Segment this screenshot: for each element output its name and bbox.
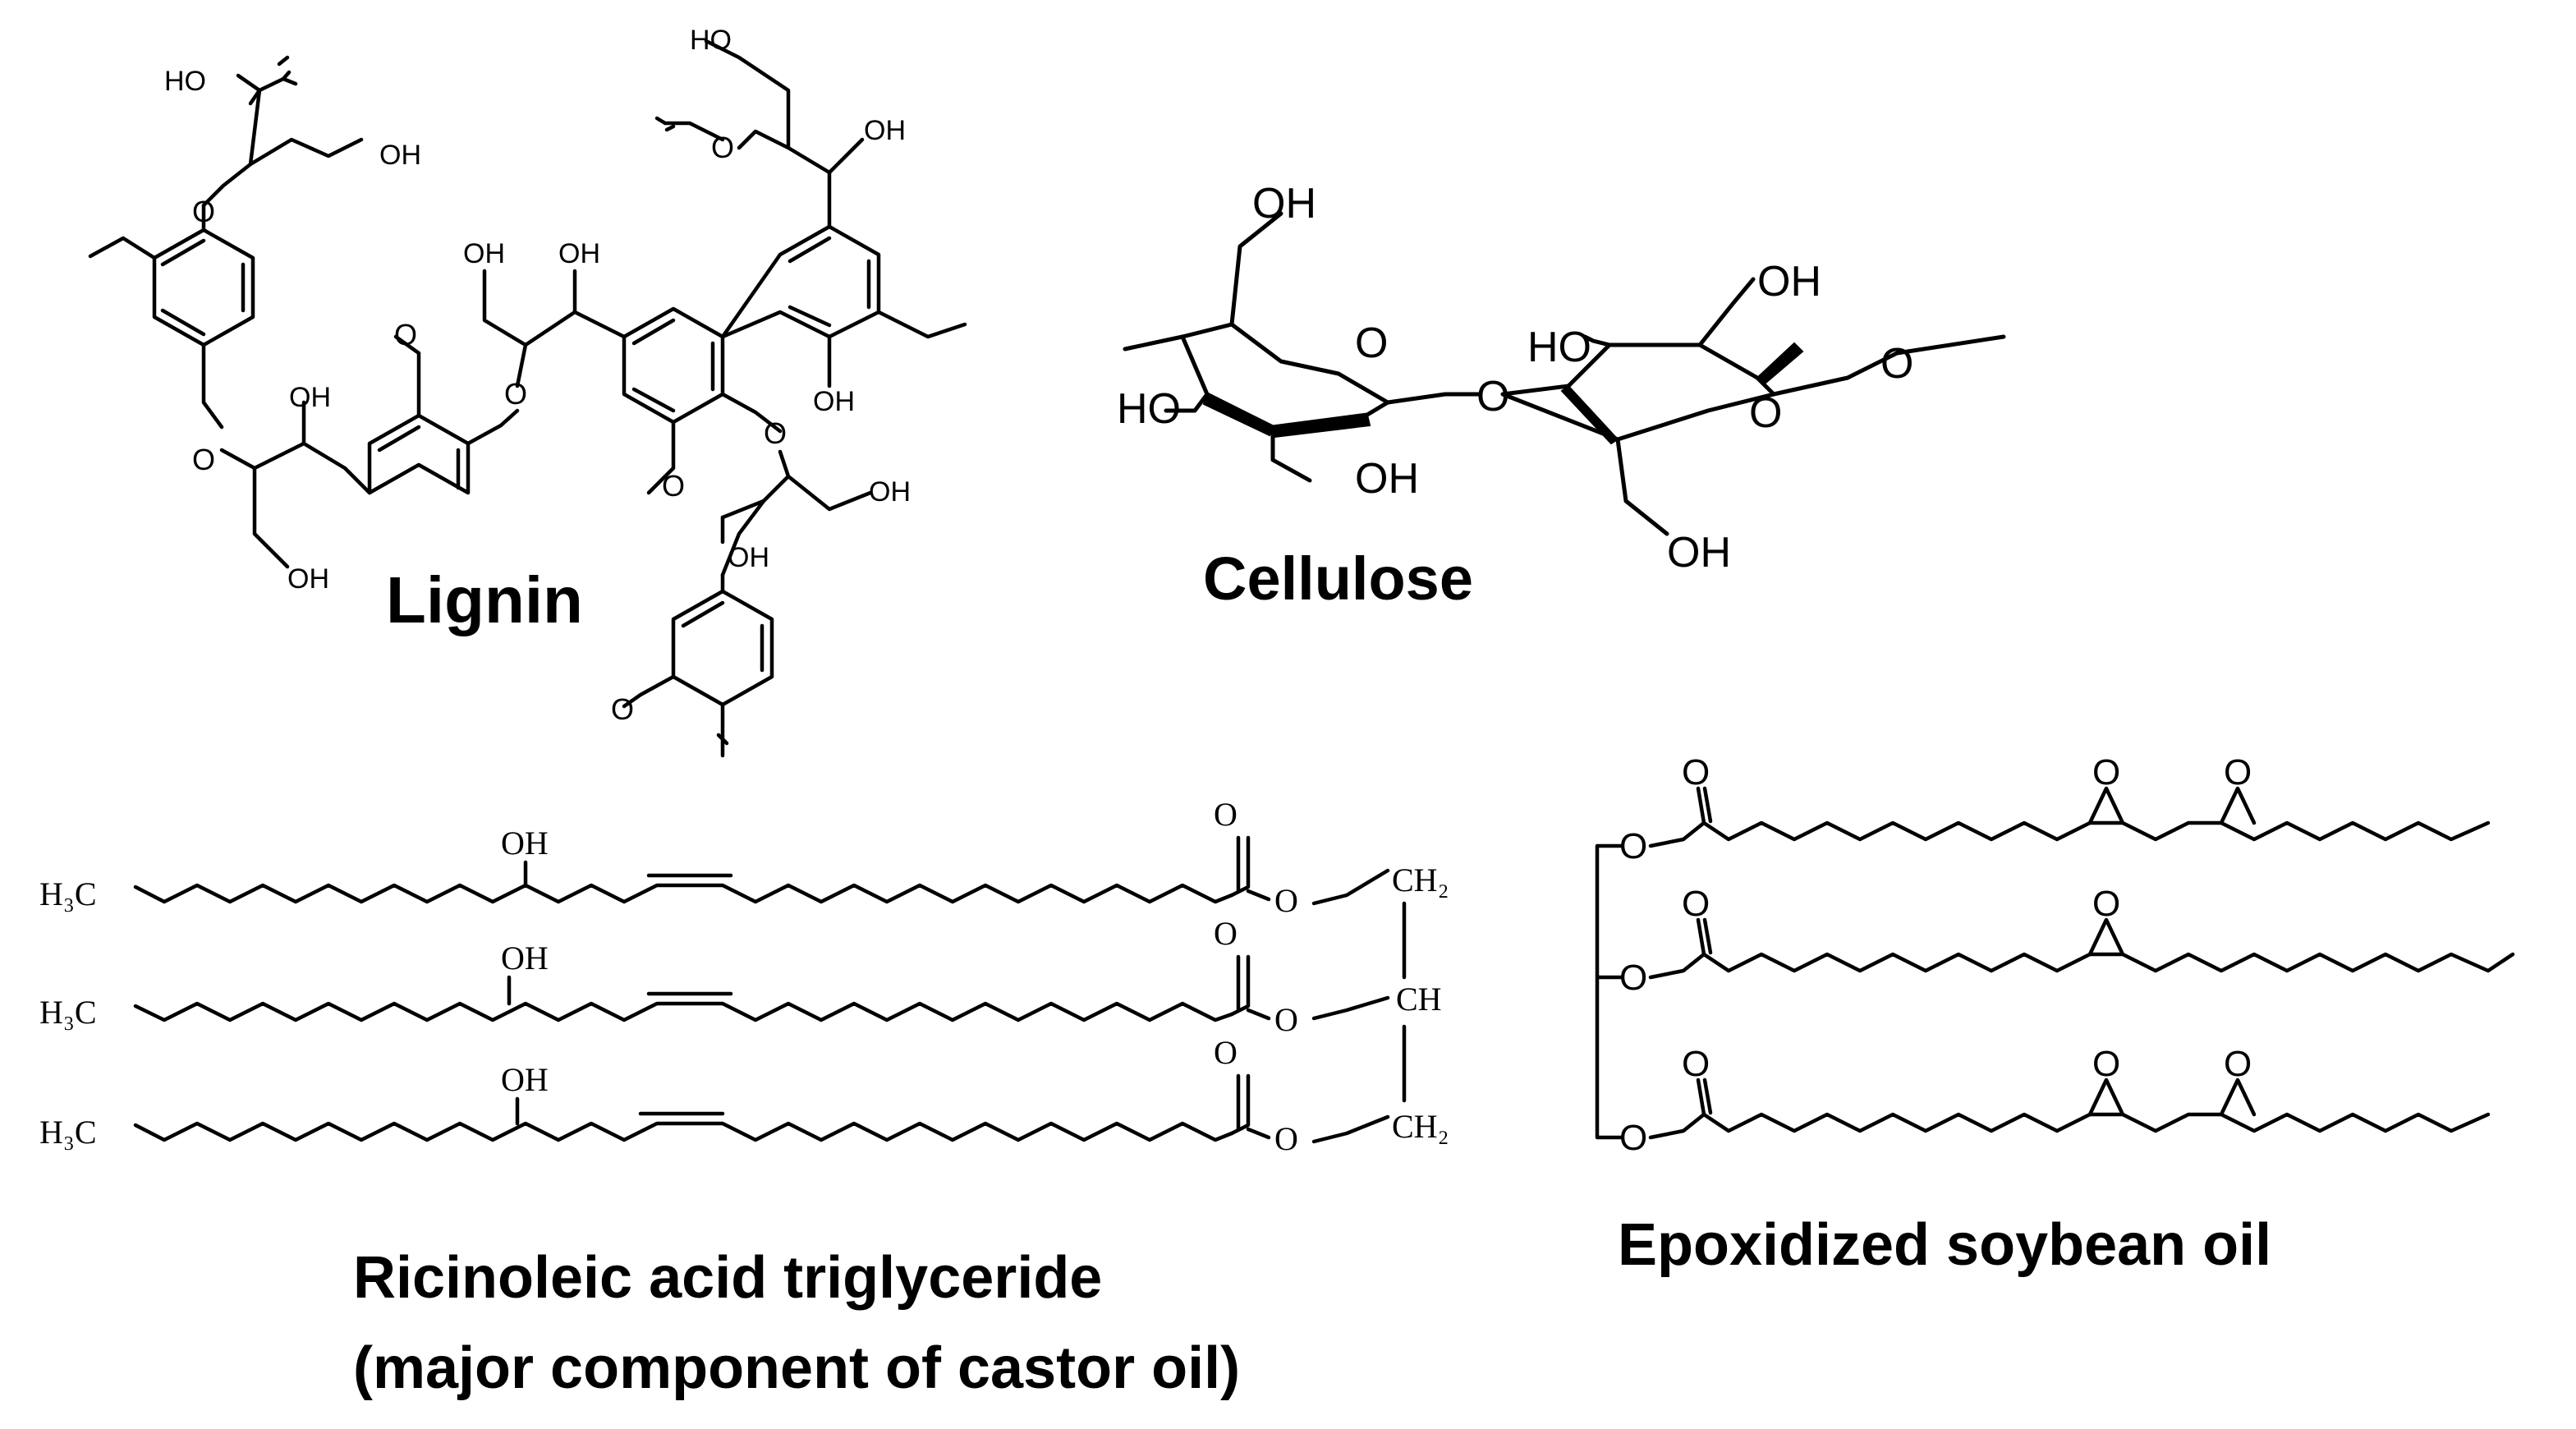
ricinoleic-structure (133, 835, 1407, 1144)
ricinoleic-oh-label: OH (501, 1061, 549, 1098)
lignin-o-label: O (394, 318, 417, 352)
ricinoleic-oh-label: OH (501, 825, 549, 862)
ricinoleic-ch2-label: CH₂ (1392, 1108, 1449, 1145)
cellulose-ring-o-label: O (1355, 319, 1388, 367)
esbo-ester-o-label: O (1619, 826, 1647, 866)
ricinoleic-ester-o-label: O (1274, 1120, 1298, 1157)
ricinoleic-ch2-label: CH₂ (1392, 862, 1449, 898)
esbo-carbonyl-o-label: O (1682, 1044, 1710, 1084)
cellulose-ho-label: HO (1527, 324, 1591, 371)
ricinoleic-caption-line2: (major component of castor oil) (353, 1335, 1240, 1401)
esbo-epoxide-o-label: O (2092, 752, 2120, 793)
lignin-oh-label: OH (728, 542, 769, 573)
cellulose-oh-label: OH (1667, 529, 1731, 577)
cellulose-bridge-o-label: O (1476, 373, 1509, 420)
cellulose-ho-label: HO (1117, 385, 1181, 433)
lignin-o-label: O (764, 416, 787, 450)
ricinoleic-h3c-label: H₃C (39, 1114, 97, 1151)
cellulose-label-backdrop (1355, 320, 1412, 361)
ricinoleic-caption-line1: Ricinoleic acid triglyceride (353, 1245, 1102, 1311)
lignin-structure (88, 39, 967, 758)
esbo-epoxide-o-label: O (2092, 1044, 2120, 1084)
lignin-o-label: O (662, 469, 685, 503)
lignin-o-label: O (611, 692, 634, 726)
lignin-o-label: O (192, 195, 215, 228)
ricinoleic-labels: H₃C OH O O CH₂ H₃C OH O O CH H₃C OH O O … (39, 796, 1449, 1157)
cellulose-structure (1123, 211, 2006, 536)
lignin-oh-label: HO (164, 66, 206, 97)
lignin-o-label: O (192, 443, 215, 476)
lignin-oh-label: OH (287, 563, 329, 595)
lignin-oh-label: OH (379, 140, 421, 171)
lignin-caption: Lignin (386, 563, 583, 636)
esbo-epoxide-o-label: O (2092, 884, 2120, 924)
cellulose-labels: OH O HO OH O HO OH O O OH (1117, 180, 1913, 577)
esbo-caption: Epoxidized soybean oil (1618, 1212, 2271, 1278)
ricinoleic-h3c-label: H₃C (39, 875, 97, 912)
lignin-o-label: O (711, 131, 734, 164)
ricinoleic-oh-label: OH (501, 940, 549, 976)
esbo-ester-o-label: O (1619, 958, 1647, 998)
esbo-carbonyl-o-label: O (1682, 884, 1710, 924)
esbo-epoxide-o-label: O (2224, 1044, 2252, 1084)
ricinoleic-carbonyl-o-label: O (1214, 796, 1237, 833)
lignin-oh-label: OH (869, 476, 911, 508)
lignin-oh-label: OH (463, 238, 505, 269)
ricinoleic-ch-label: CH (1396, 981, 1442, 1018)
esbo-labels: O O O O O O O O O O O (1619, 752, 2252, 1158)
ricinoleic-carbonyl-o-label: O (1214, 915, 1237, 952)
cellulose-ring-o-label: O (1749, 389, 1782, 437)
esbo-ester-o-label: O (1619, 1118, 1647, 1158)
ricinoleic-ester-o-label: O (1274, 882, 1298, 919)
esbo-carbonyl-o-label: O (1682, 752, 1710, 793)
lignin-oh-label: OH (864, 115, 906, 146)
ricinoleic-h3c-label: H₃C (39, 994, 97, 1031)
cellulose-oh-label: OH (1757, 258, 1821, 306)
lignin-labels: HO OH O O OH OH O O OH OH O O OH OH OH O… (164, 25, 911, 726)
ricinoleic-ester-o-label: O (1274, 1001, 1298, 1038)
lignin-oh-label: OH (813, 386, 855, 417)
cellulose-oh-label: OH (1355, 455, 1419, 503)
cellulose-end-o-label: O (1880, 340, 1913, 388)
lignin-oh-label: OH (558, 238, 600, 269)
ricinoleic-carbonyl-o-label: O (1214, 1034, 1237, 1071)
lignin-oh-label: HO (690, 25, 732, 56)
lignin-oh-label: OH (289, 382, 331, 413)
esbo-epoxide-o-label: O (2224, 752, 2252, 793)
cellulose-caption: Cellulose (1203, 544, 1473, 613)
cellulose-oh-label: OH (1252, 180, 1316, 227)
esbo-structure (1595, 786, 2515, 1140)
lignin-o-label: O (504, 377, 527, 411)
